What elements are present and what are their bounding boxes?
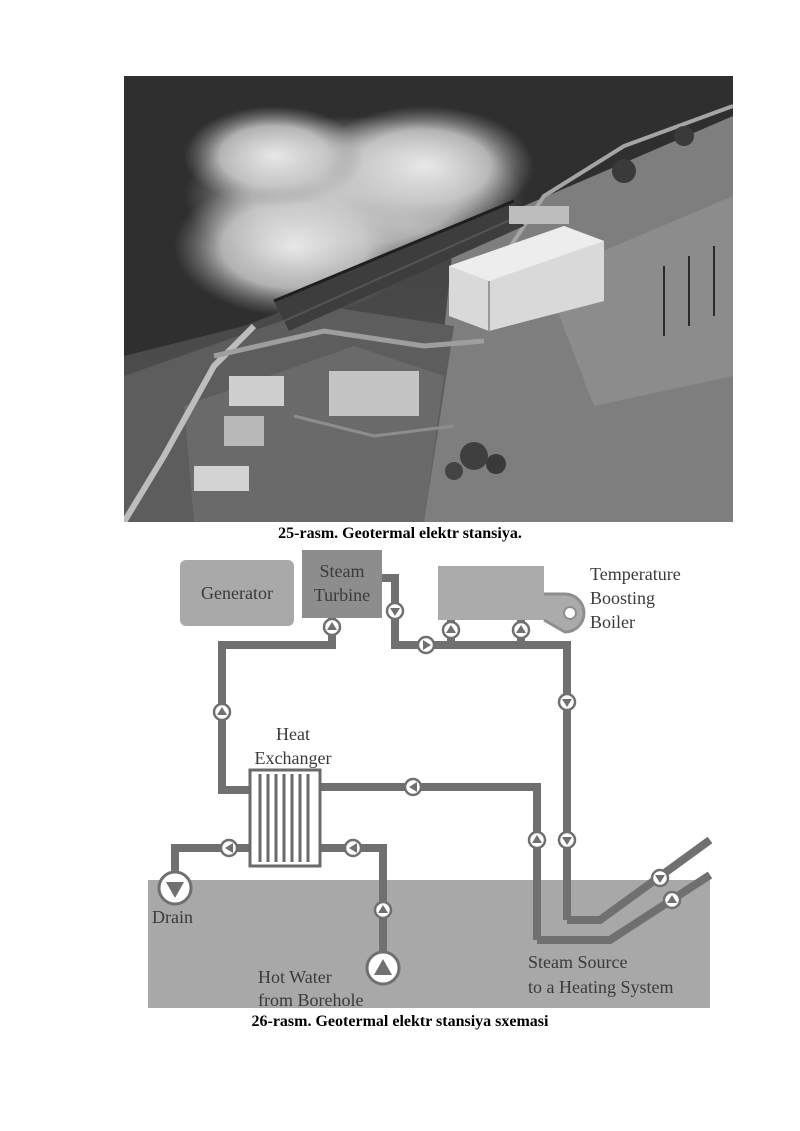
flow-arrow-right [416, 635, 436, 655]
flow-arrow-boiler-left [441, 620, 461, 640]
steam-turbine-label-line1: Steam [320, 561, 365, 581]
hot-water-pump [365, 950, 401, 986]
steam-source-label-line2: to a Heating System [528, 977, 673, 997]
boiler-label-line1: Temperature [590, 564, 681, 584]
heat-exchanger-label-line2: Exchanger [255, 748, 332, 768]
geothermal-scheme-diagram: Generator Steam Turbine Temperature Boos… [148, 550, 713, 1010]
generator-label: Generator [201, 583, 273, 603]
heat-exchanger [248, 768, 322, 868]
drain-pump [157, 870, 193, 906]
steam-turbine-label-line2: Turbine [314, 585, 370, 605]
boiler-label-line2: Boosting [590, 588, 655, 608]
figure-26-caption: 26-rasm. Geotermal elektr stansiya sxema… [251, 1013, 549, 1030]
pipe-hot-water-inlet [320, 844, 387, 960]
boiler-label-line3: Boiler [590, 612, 635, 632]
flow-arrow-down-right-2 [557, 830, 577, 850]
heat-exchanger-label-line1: Heat [276, 724, 310, 744]
flow-arrow-diag-lower [662, 890, 682, 910]
flow-arrow-up-turbine [322, 617, 342, 637]
flow-arrow-down-turbine-out [385, 601, 405, 621]
pipe-turbine-outlet [381, 574, 571, 920]
figure-25-caption: 25-rasm. Geotermal elektr stansiya. [278, 525, 522, 542]
flow-arrow-diag-upper [650, 868, 670, 888]
pipe-return-to-exchanger [320, 783, 541, 940]
flow-arrow-up-hotwater [373, 900, 393, 920]
flow-arrow-left-return [403, 777, 423, 797]
steam-source-label-line1: Steam Source [528, 952, 627, 972]
steam-turbine-box [302, 550, 382, 618]
drain-label: Drain [152, 907, 193, 927]
flow-arrow-left-hotwater [343, 838, 363, 858]
ground-area [148, 880, 710, 1008]
flow-arrow-up-left-pipe [212, 702, 232, 722]
boiler-box [438, 566, 544, 620]
hot-water-label-line2: from Borehole [258, 990, 363, 1010]
flow-arrow-up-return [527, 830, 547, 850]
generator-box [180, 560, 294, 626]
hot-water-label-line1: Hot Water [258, 967, 332, 987]
flow-arrow-boiler-right [511, 620, 531, 640]
pipe-to-heating-upper [567, 836, 713, 924]
flow-arrow-left-drain [219, 838, 239, 858]
flow-arrow-down-right-1 [557, 692, 577, 712]
geothermal-plant-photo [124, 76, 733, 522]
